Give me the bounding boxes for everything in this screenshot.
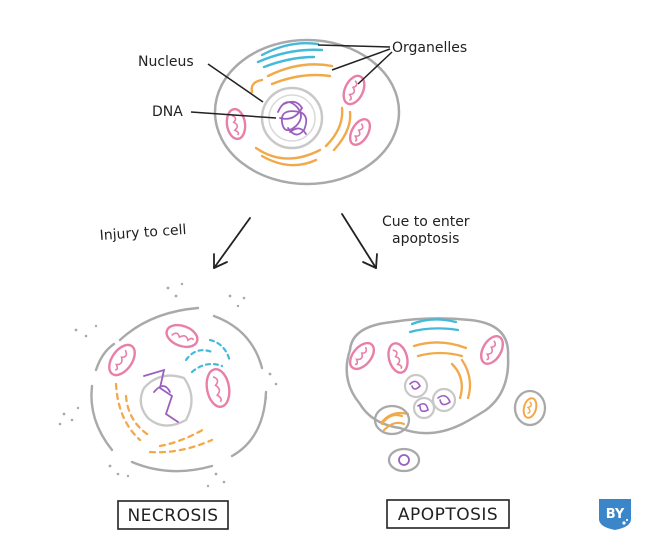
organelles-leader-golgi (317, 44, 391, 48)
mitochondrion (348, 118, 372, 146)
fragmented-golgi (184, 338, 232, 374)
necrosis-label: NECROSIS (127, 506, 218, 526)
cue-label-line2: apoptosis (392, 231, 459, 247)
cell-membrane (213, 38, 401, 186)
healthy-cell (213, 38, 401, 186)
organelles-label: Organelles (392, 40, 467, 56)
apoptotic-body (513, 389, 547, 427)
apoptosis-label: APOPTOSIS (398, 505, 498, 525)
arrow-to-apoptosis (341, 213, 378, 269)
brand-logo-text: BY (606, 507, 625, 522)
arrow-to-necrosis (213, 217, 251, 269)
leaking-debris (58, 282, 278, 488)
cue-label-line1: Cue to enter (382, 214, 470, 230)
apoptotic-golgi (408, 318, 460, 334)
apoptotic-er (412, 341, 472, 400)
golgi-apparatus (256, 41, 324, 69)
organelles-leader-mito (357, 51, 393, 85)
injury-label: Injury to cell (99, 222, 187, 244)
apoptotic-mitochondrion (479, 335, 505, 365)
swollen-nucleus (139, 374, 193, 427)
dna-tangle (277, 100, 308, 136)
dna-leader-line (190, 111, 277, 119)
nucleus-leader-line (207, 63, 264, 103)
mitochondrion (225, 107, 247, 141)
degraded-dna (143, 368, 179, 423)
necrotic-cell (58, 282, 278, 488)
nuclear-fragments (403, 373, 457, 420)
swollen-mitochondrion (108, 343, 136, 377)
endoplasmic-reticulum (250, 63, 352, 167)
apoptotic-mitochondrion (387, 342, 409, 374)
brand-logo: BY (599, 499, 631, 530)
apoptotic-cell (345, 317, 547, 473)
nucleus-label: Nucleus (138, 54, 194, 70)
apoptotic-mitochondrion (348, 341, 376, 371)
fragmented-er (114, 382, 214, 454)
swollen-mitochondrion (205, 367, 231, 409)
necrosis-label-box: NECROSIS (117, 500, 229, 530)
mitochondrion (342, 74, 366, 106)
dna-label: DNA (152, 104, 183, 120)
shrunken-membrane (345, 317, 510, 435)
apoptotic-body (387, 447, 421, 473)
apoptotic-body (373, 404, 411, 436)
ruptured-membrane (90, 306, 268, 473)
swollen-mitochondrion (165, 323, 199, 349)
organelles-leader-er (331, 48, 391, 71)
apoptosis-label-box: APOPTOSIS (386, 499, 510, 529)
